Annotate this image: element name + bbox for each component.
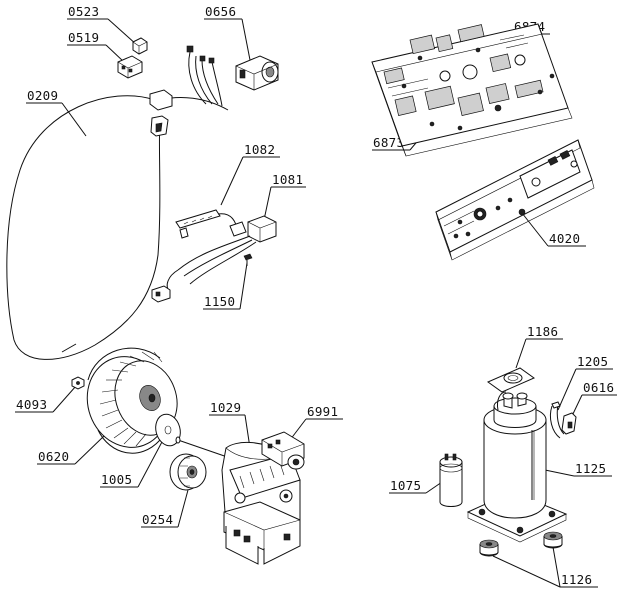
callout-4020: 4020	[521, 212, 586, 247]
label-1075: 1075	[390, 478, 421, 493]
callout-1082: 1082	[220, 142, 280, 206]
callout-0519: 0519	[67, 30, 125, 63]
connector-part-0519	[117, 55, 143, 79]
label-1126: 1126	[561, 572, 592, 587]
label-1029: 1029	[210, 400, 241, 415]
label-1205: 1205	[577, 354, 608, 369]
callout-6991: 6991	[289, 404, 343, 441]
harness-part-1082	[175, 209, 247, 239]
label-4020: 4020	[549, 231, 580, 246]
filter-part-0656	[235, 55, 279, 91]
callout-1081: 1081	[263, 172, 306, 221]
motor-part-1029	[175, 436, 301, 565]
compressor-part-1125	[466, 391, 568, 543]
washer-disc-part-1005	[155, 413, 181, 447]
label-1081: 1081	[272, 172, 303, 187]
callout-1075: 1075	[389, 478, 443, 494]
callout-0523: 0523	[67, 4, 138, 46]
label-0209: 0209	[27, 88, 58, 103]
callout-0254: 0254	[141, 489, 189, 528]
label-1082: 1082	[244, 142, 275, 157]
callout-0656: 0656	[204, 4, 251, 61]
terminal-clip-part-1205	[549, 401, 565, 439]
label-1150: 1150	[204, 294, 235, 309]
short-harness	[186, 45, 223, 107]
callout-1126: 1126	[492, 546, 598, 588]
harness-part-1081	[151, 215, 277, 303]
control-board-part-6874	[371, 23, 573, 157]
pulley-part-0254	[169, 453, 207, 491]
label-1125: 1125	[575, 461, 606, 476]
motor-capacitor-part-6991	[261, 431, 305, 470]
terminal-part-0616	[561, 412, 577, 435]
label-6991: 6991	[307, 404, 338, 419]
capacitor-part-1075	[439, 453, 463, 507]
label-4093: 4093	[16, 397, 47, 412]
callout-1205: 1205	[557, 354, 613, 411]
label-1186: 1186	[527, 324, 558, 339]
callout-0620: 0620	[37, 435, 105, 465]
label-6873: 6873	[373, 135, 404, 150]
gasket-part-1186	[486, 367, 536, 393]
label-0523: 0523	[68, 4, 99, 19]
callout-1005: 1005	[100, 439, 164, 488]
label-0616: 0616	[583, 380, 614, 395]
callout-0616: 0616	[571, 380, 617, 417]
callout-1029: 1029	[209, 400, 251, 449]
label-0519: 0519	[68, 30, 99, 45]
label-1005: 1005	[101, 472, 132, 487]
clip-part-0523	[132, 37, 148, 55]
callout-1150: 1150	[203, 262, 248, 310]
blower-wheel-part-0620	[86, 347, 178, 454]
screw-part-1150	[243, 253, 253, 266]
sensor-cable-part-0209	[6, 89, 229, 360]
display-board-part-4020	[435, 139, 595, 261]
label-0254: 0254	[142, 512, 173, 527]
nut-part-4093	[71, 376, 85, 390]
callout-0209: 0209	[26, 88, 87, 137]
label-0656: 0656	[205, 4, 236, 19]
callout-4093: 4093	[15, 385, 77, 413]
callout-1125: 1125	[544, 461, 612, 477]
rubber-feet-part-1126	[479, 531, 563, 557]
callout-1186: 1186	[515, 324, 563, 369]
label-0620: 0620	[38, 449, 69, 464]
